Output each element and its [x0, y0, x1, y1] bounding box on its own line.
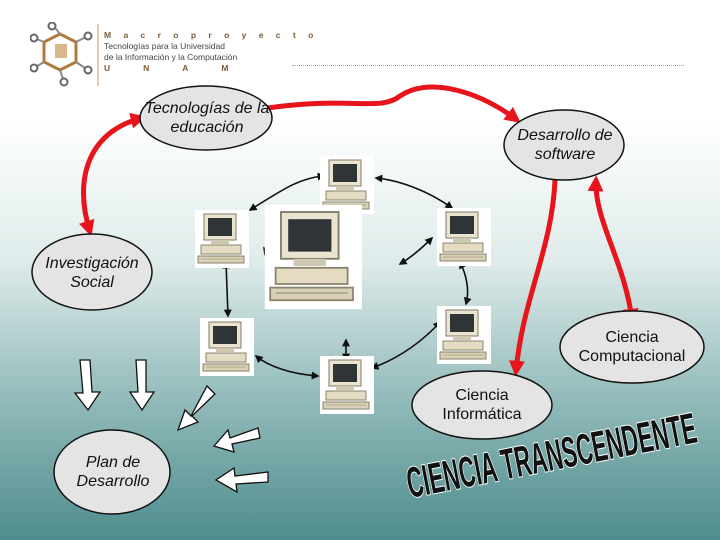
logo-line-1: M a c r o p r o y e c t o — [104, 30, 319, 40]
red-arrow-tecnologias-investigacion — [79, 112, 147, 237]
label-software: Desarrollo de software — [517, 127, 613, 163]
label-plan: Plan de Desarrollo — [76, 454, 150, 490]
label-computacional: Ciencia Computacional — [578, 329, 686, 365]
label-tecnologias: Tecnologías de la educación — [144, 100, 270, 136]
logo-line-2: Tecnologías para la Universidad — [104, 41, 225, 51]
computer-icon — [194, 209, 250, 269]
node-plan-ellipse — [53, 429, 171, 515]
logo-text: M a c r o p r o y e c t o Tecnologías pa… — [104, 30, 318, 74]
link-pc4-pc6 — [254, 354, 320, 380]
computer-icon — [436, 305, 492, 365]
node-software-ellipse — [503, 109, 625, 181]
link-pc5-pc6 — [370, 320, 442, 370]
hollow-arrow-icon — [212, 427, 261, 453]
header-divider — [292, 65, 684, 66]
node-tecnologias-ellipse — [139, 85, 273, 151]
label-investigacion: Investigación Social — [45, 255, 139, 291]
link-pc3-pc5 — [459, 260, 472, 306]
hollow-arrow-icon — [128, 359, 156, 412]
node-investigacion-ellipse — [31, 233, 153, 311]
macroproyecto-logo — [30, 22, 99, 87]
hollow-arrow-icon — [176, 384, 216, 432]
red-arrow-software-computacional — [587, 175, 639, 325]
computer-icon — [263, 203, 363, 311]
label-informatica: Ciencia Informática — [442, 387, 522, 423]
link-pc2-pc4 — [222, 260, 232, 318]
logo-line-4: UNAM — [104, 63, 262, 73]
link-pc1-pc3 — [374, 174, 454, 209]
node-informatica-ellipse — [411, 370, 553, 440]
hollow-arrow-icon — [214, 466, 269, 494]
red-arrow-tecnologias-software — [267, 84, 521, 123]
computer-icon — [319, 355, 375, 415]
red-arrow-software-informatica — [508, 179, 558, 377]
computer-icon — [199, 317, 255, 377]
node-computacional-ellipse — [559, 310, 705, 384]
computer-icon — [436, 207, 492, 267]
hollow-arrow-icon — [73, 359, 102, 412]
link-center-pc3 — [398, 236, 434, 265]
link-pc1-pc2 — [248, 172, 326, 211]
logo-line-3: de la Información y la Computación — [104, 52, 238, 62]
